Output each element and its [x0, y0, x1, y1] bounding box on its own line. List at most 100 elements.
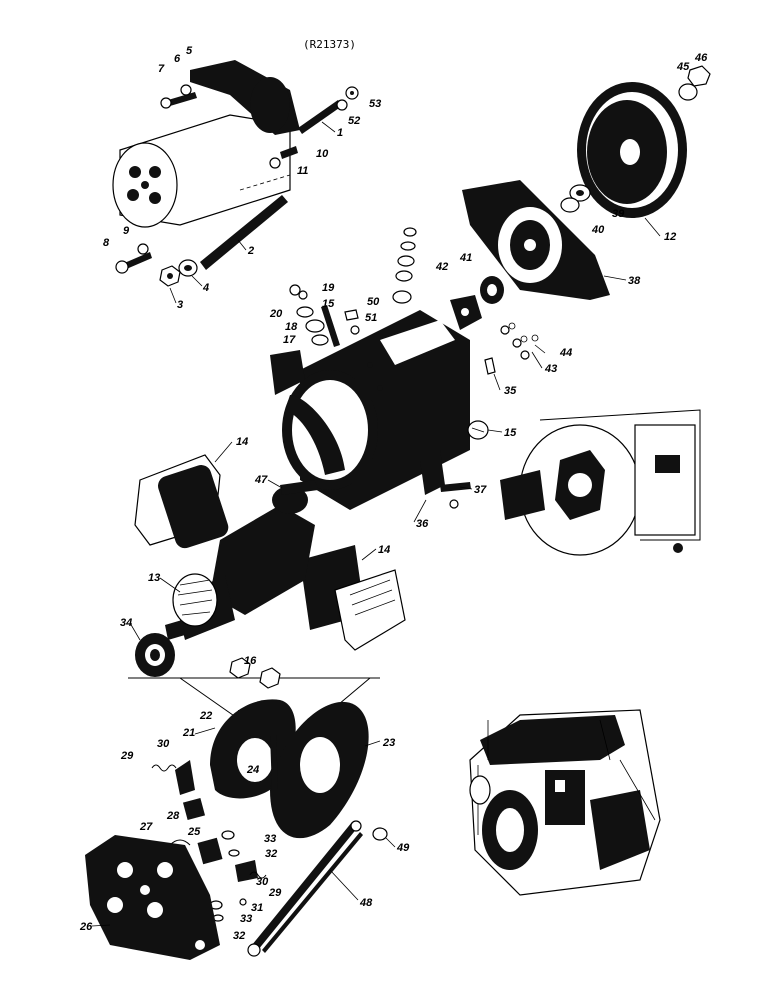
svg-text:36: 36: [416, 518, 429, 530]
svg-text:51: 51: [365, 312, 377, 324]
bolt-7: [160, 92, 197, 109]
svg-text:41: 41: [459, 252, 472, 264]
lockwashers-44: [508, 322, 539, 343]
stud-1: [298, 100, 342, 134]
engine-illustration: [469, 709, 661, 896]
svg-text:14: 14: [236, 436, 248, 448]
terminal-stud-24: [270, 735, 278, 790]
nut-46: [687, 65, 711, 87]
bearing-41: [480, 276, 504, 304]
svg-text:28: 28: [166, 810, 180, 822]
commutator-end-detail: [500, 409, 701, 556]
terminal-stack-19: [289, 284, 308, 300]
svg-text:14: 14: [378, 544, 390, 556]
svg-text:2: 2: [247, 245, 254, 257]
arm-30-upper: [175, 760, 195, 795]
svg-text:24: 24: [246, 764, 259, 776]
pole-shoe-14-lower: [300, 545, 406, 651]
svg-text:15: 15: [504, 427, 517, 439]
drive-end-frame-38: [462, 180, 610, 300]
washer-stack: [392, 227, 417, 304]
washer-52: [336, 99, 348, 111]
commutator-end-frame-26: [85, 835, 220, 960]
spacer-39: [569, 184, 591, 202]
pulley-12: [577, 82, 687, 218]
svg-text:3: 3: [177, 299, 183, 311]
washer-6: [180, 84, 192, 96]
svg-text:39: 39: [612, 208, 625, 220]
svg-text:27: 27: [139, 821, 153, 833]
svg-text:46: 46: [694, 52, 708, 64]
svg-text:16: 16: [244, 655, 257, 667]
svg-text:6: 6: [174, 53, 181, 65]
screw-35: [484, 357, 496, 375]
spring-29-upper: [151, 764, 177, 772]
svg-text:10: 10: [316, 148, 329, 160]
svg-text:18: 18: [285, 321, 298, 333]
bolt-37: [440, 482, 471, 509]
washer-33-upper: [221, 830, 235, 840]
screw-50: [344, 309, 359, 321]
screw-10: [280, 146, 298, 159]
svg-text:50: 50: [367, 296, 380, 308]
brush-28: [182, 797, 206, 821]
svg-text:48: 48: [359, 897, 373, 909]
nut-53: [345, 86, 359, 100]
washer-49: [372, 827, 388, 841]
generator-end-housing: [112, 60, 300, 228]
svg-text:30: 30: [157, 738, 170, 750]
nuts-16: [229, 657, 281, 689]
svg-text:29: 29: [120, 750, 134, 762]
washer-45: [678, 83, 698, 101]
svg-text:22: 22: [199, 710, 212, 722]
screw-15-top: [321, 305, 340, 347]
terminal-36: [420, 450, 445, 495]
washer-20: [296, 306, 314, 318]
shoe-bracket: [270, 350, 305, 395]
terminal-22: [238, 710, 250, 718]
retainer-42: [450, 295, 482, 330]
svg-text:25: 25: [187, 826, 201, 838]
svg-text:33: 33: [240, 913, 252, 925]
screw-15-side: [467, 420, 489, 440]
reference-code: (R21373): [303, 38, 356, 51]
nut-3: [159, 265, 181, 287]
spring-29-lower: [249, 871, 267, 879]
svg-text:13: 13: [148, 572, 160, 584]
svg-text:42: 42: [435, 261, 448, 273]
armature-13: [165, 486, 315, 640]
svg-text:49: 49: [396, 842, 410, 854]
svg-text:34: 34: [120, 617, 132, 629]
washer-32-upper: [228, 849, 240, 857]
pin-31: [239, 898, 247, 906]
svg-text:35: 35: [504, 385, 517, 397]
screws-43: [500, 325, 530, 360]
washer-51: [350, 325, 360, 335]
callout-labels: 1 2 3 4 5 6 7 8 9 10 11 12 13 14 14 15 1…: [79, 45, 708, 942]
through-bolt-2: [200, 195, 288, 270]
washer-11: [269, 157, 281, 169]
svg-text:1: 1: [337, 127, 343, 139]
svg-text:8: 8: [103, 237, 110, 249]
svg-text:4: 4: [202, 282, 209, 294]
svg-text:7: 7: [158, 63, 165, 75]
svg-text:45: 45: [676, 61, 690, 73]
svg-text:32: 32: [233, 930, 245, 942]
insulator-18: [305, 319, 325, 333]
svg-text:21: 21: [182, 727, 195, 739]
svg-text:53: 53: [369, 98, 381, 110]
leader-lines: [91, 121, 661, 927]
washer-17: [311, 334, 329, 346]
svg-text:23: 23: [382, 737, 395, 749]
washer-4: [178, 259, 198, 277]
insulator-23: [270, 701, 369, 839]
field-coil-14-upper: [134, 454, 229, 549]
svg-text:37: 37: [474, 484, 487, 496]
bearing-34: [135, 633, 175, 677]
svg-text:40: 40: [591, 224, 605, 236]
svg-text:12: 12: [664, 231, 676, 243]
svg-text:47: 47: [254, 474, 268, 486]
arm-30-lower: [235, 860, 258, 882]
svg-text:5: 5: [186, 45, 193, 57]
